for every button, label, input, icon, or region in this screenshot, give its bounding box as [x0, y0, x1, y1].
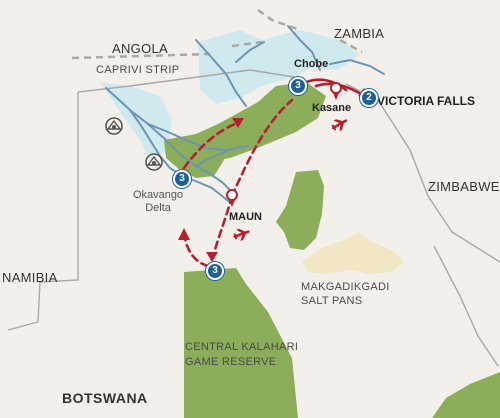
wetland-area-west — [100, 82, 172, 160]
label-ckgr: CENTRAL KALAHARI GAME RESERVE — [185, 340, 298, 370]
route-maun-to-chobe — [230, 98, 294, 198]
airplane-icon — [233, 228, 250, 242]
ckgr-park — [184, 268, 298, 418]
arrow-to-delta — [178, 228, 190, 240]
rivers — [105, 25, 385, 205]
route-delta-to-chobe — [182, 120, 242, 170]
stop-badge-kalahari[interactable]: 3 — [206, 262, 224, 280]
border-angola-namibia — [71, 40, 263, 60]
location-pin-icon — [330, 82, 342, 100]
wetland-area — [198, 30, 360, 104]
botswana-area — [0, 70, 500, 418]
label-maun: MAUN — [229, 211, 262, 223]
label-okavango-delta: Okavango Delta — [133, 190, 183, 214]
stop-badge-okavango[interactable]: 3 — [173, 170, 191, 188]
arrow-to-chobe — [232, 118, 244, 128]
label-makgadikgadi-line1: MAKGADIKGADI — [301, 281, 390, 293]
heritage-site-icon — [105, 117, 123, 135]
label-angola: ANGOLA — [112, 41, 168, 56]
label-victoria-falls: VICTORIA FALLS — [377, 94, 476, 108]
label-kasane: Kasane — [312, 102, 352, 114]
label-botswana: BOTSWANA — [62, 390, 148, 406]
airplane-icon — [331, 119, 348, 132]
khutse-park — [432, 372, 500, 418]
label-zimbabwe: ZIMBABWE — [428, 179, 500, 194]
label-caprivi-strip: CAPRIVI STRIP — [96, 64, 180, 76]
arrow-to-kalahari — [206, 252, 218, 262]
label-ckgr-line1: CENTRAL KALAHARI — [185, 341, 299, 353]
location-pin-icon — [226, 189, 238, 207]
label-okavango-line2: Delta — [145, 202, 171, 214]
makgadikgadi-pans — [302, 232, 404, 274]
label-namibia: NAMIBIA — [2, 270, 58, 285]
nxai-pan-park — [276, 170, 324, 250]
label-zambia: ZAMBIA — [334, 26, 385, 41]
stop-badge-victoria-falls[interactable]: 2 — [360, 89, 378, 107]
stop-badge-chobe[interactable]: 3 — [289, 77, 307, 95]
label-ckgr-line2: GAME RESERVE — [185, 356, 277, 368]
chobe-park — [194, 82, 326, 162]
label-makgadikgadi: MAKGADIKGADI SALT PANS — [301, 280, 390, 308]
border-zambia — [257, 8, 363, 54]
label-makgadikgadi-line2: SALT PANS — [301, 295, 363, 307]
label-chobe: Chobe — [294, 58, 329, 70]
heritage-site-icon — [145, 153, 163, 171]
label-okavango-line1: Okavango — [133, 189, 184, 201]
border-botswana — [7, 69, 500, 367]
